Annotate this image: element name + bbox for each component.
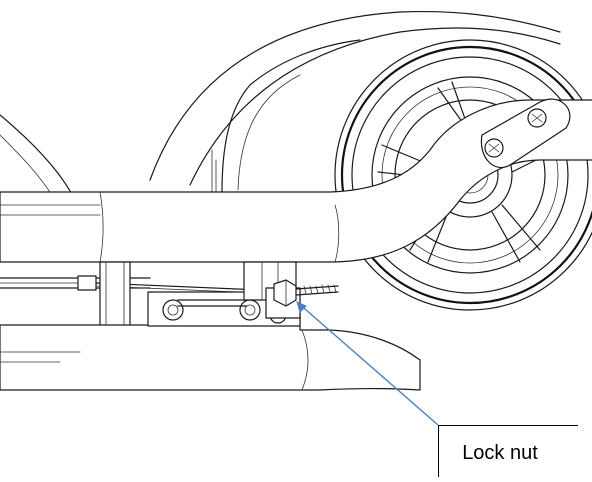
hex-bolt-icon [527,108,547,128]
lower-frame-tube [0,315,421,391]
screw-icon [239,299,261,321]
screw-icon [162,299,184,321]
axle-bracket [480,98,571,169]
upper-frame-tube [0,99,592,263]
threaded-rod [295,284,339,296]
arrowhead-icon [296,301,307,313]
lock-nut [273,279,297,307]
callout-box: Lock nut [438,425,578,477]
hex-bolt-icon [484,138,504,158]
callout-leader [296,301,439,426]
callout-label-lock-nut: Lock nut [462,442,538,464]
